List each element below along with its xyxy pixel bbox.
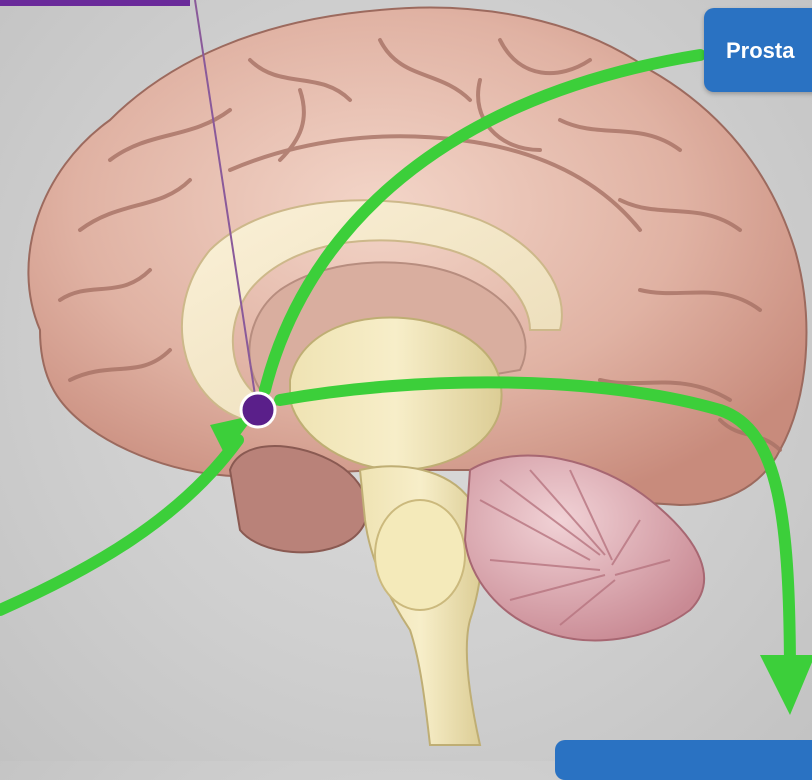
dot-marker-icon — [241, 393, 275, 427]
top-left-bar — [0, 0, 190, 6]
arrowhead-down-icon — [760, 655, 812, 715]
label-top-right-text: Prosta — [726, 38, 794, 63]
label-bottom — [555, 740, 812, 780]
pons — [375, 500, 465, 610]
brain-diagram — [0, 0, 812, 761]
label-top-right: Prosta — [704, 8, 812, 92]
